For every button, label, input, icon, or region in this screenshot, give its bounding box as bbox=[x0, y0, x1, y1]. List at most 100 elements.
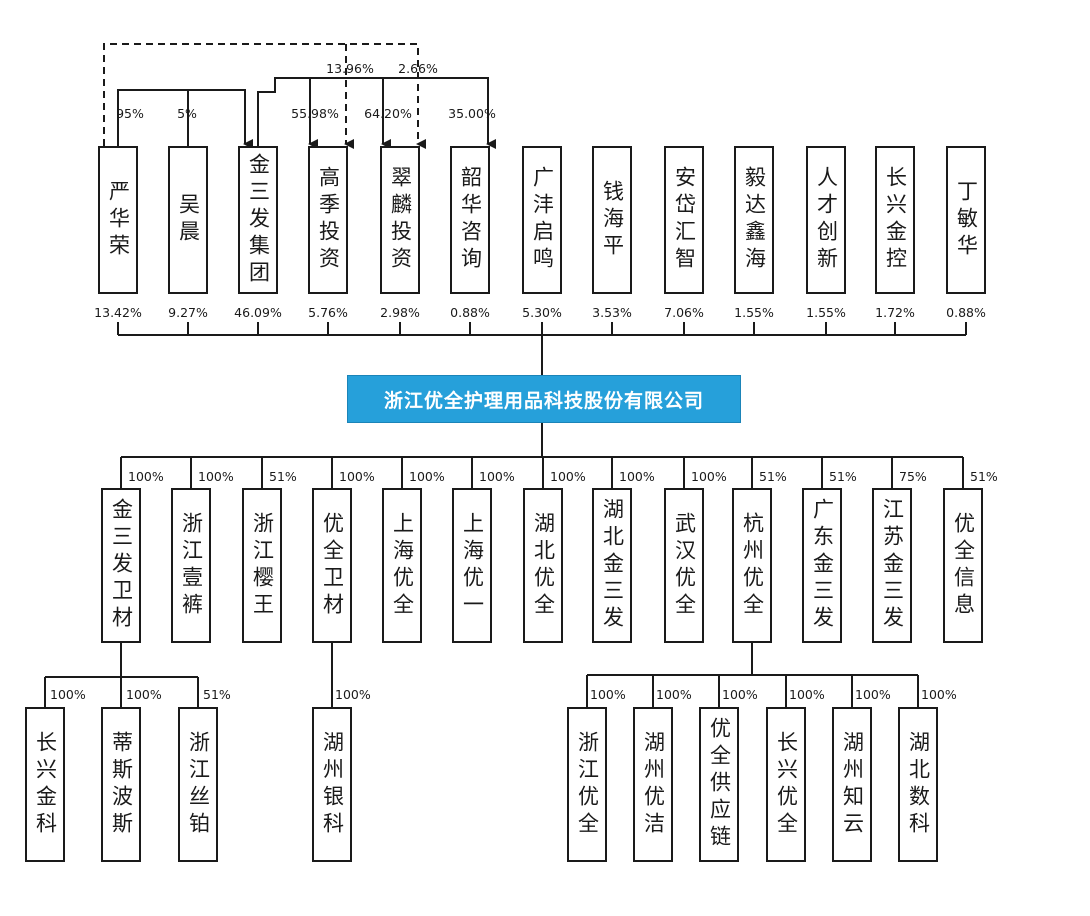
subsidiary-box-9: 杭州优全 bbox=[732, 488, 772, 643]
company-center-box: 浙江优全护理用品科技股份有限公司 bbox=[347, 375, 741, 423]
subsidiary-box-4-label: 上海优全 bbox=[390, 511, 415, 620]
jinsanfa-weicai-sub-1-label: 蒂斯波斯 bbox=[109, 730, 134, 839]
subsidiary-box-9-label: 杭州优全 bbox=[740, 511, 765, 620]
subsidiary-box-3-label: 优全卫材 bbox=[320, 511, 345, 620]
subsidiary-box-8-label: 武汉优全 bbox=[672, 511, 697, 620]
subsidiary-box-1-label: 浙江壹裤 bbox=[179, 511, 204, 620]
subsidiary-pct-5: 100% bbox=[479, 469, 515, 484]
shareholder-box-9: 毅达鑫海 bbox=[734, 146, 774, 294]
subsidiary-pct-9: 51% bbox=[759, 469, 787, 484]
shareholder-box-7: 钱海平 bbox=[592, 146, 632, 294]
shareholder-box-0-label: 严华荣 bbox=[106, 179, 131, 261]
hangzhou-sub-5: 湖北数科 bbox=[898, 707, 938, 862]
subsidiary-box-6-label: 湖北优全 bbox=[531, 511, 556, 620]
hangzhou-sub-3-label: 长兴优全 bbox=[774, 730, 799, 839]
subsidiary-pct-12: 51% bbox=[970, 469, 998, 484]
hangzhou-sub-1: 湖州优洁 bbox=[633, 707, 673, 862]
shareholder-pct-6: 5.30% bbox=[522, 305, 562, 320]
shareholder-box-2-label: 金三发集团 bbox=[246, 152, 271, 288]
shareholder-box-5-label: 韶华咨询 bbox=[458, 166, 483, 274]
hangzhou-sub-1-label: 湖州优洁 bbox=[641, 730, 666, 839]
shareholder-box-10: 人才创新 bbox=[806, 146, 846, 294]
subsidiary-box-12-label: 优全信息 bbox=[951, 511, 976, 620]
link-pct-jinsanfa-shaohua: 35.00% bbox=[448, 106, 496, 121]
subsidiary-pct-4: 100% bbox=[409, 469, 445, 484]
subsidiary-pct-0: 100% bbox=[128, 469, 164, 484]
link-pct-jinsanfa-gaoji: 55.98% bbox=[291, 106, 339, 121]
hangzhou-sub-2: 优全供应链 bbox=[699, 707, 739, 862]
subsidiary-pct-8: 100% bbox=[691, 469, 727, 484]
shareholder-pct-8: 7.06% bbox=[664, 305, 704, 320]
jinsanfa-weicai-sub-0: 长兴金科 bbox=[25, 707, 65, 862]
subsidiary-pct-7: 100% bbox=[619, 469, 655, 484]
subsidiary-pct-11: 75% bbox=[899, 469, 927, 484]
subsidiary-box-1: 浙江壹裤 bbox=[171, 488, 211, 643]
shareholder-box-12: 丁敏华 bbox=[946, 146, 986, 294]
yan-to-jinsanfa-arrow bbox=[117, 89, 253, 149]
shareholder-box-11: 长兴金控 bbox=[875, 146, 915, 294]
hangzhou-sub-4-label: 湖州知云 bbox=[840, 730, 865, 839]
shareholder-pct-1: 9.27% bbox=[168, 305, 208, 320]
hangzhou-sub-pct-1: 100% bbox=[656, 687, 692, 702]
subsidiary-box-11: 江苏金三发 bbox=[872, 488, 912, 643]
link-pct-wu-jinsanfa: 5% bbox=[177, 106, 197, 121]
subsidiary-box-3: 优全卫材 bbox=[312, 488, 352, 643]
link-pct-yan-gaoji: 13.96% bbox=[326, 61, 374, 76]
link-pct-yan-jinsanfa: 95% bbox=[116, 106, 144, 121]
hangzhou-sub-pct-5: 100% bbox=[921, 687, 957, 702]
shareholder-box-6-label: 广沣启鸣 bbox=[530, 166, 555, 274]
jinsanfa-weicai-sub-2: 浙江丝铂 bbox=[178, 707, 218, 862]
shareholder-box-7-label: 钱海平 bbox=[600, 179, 625, 261]
jinsanfa-weicai-sub-pct-0: 100% bbox=[50, 687, 86, 702]
hangzhou-sub-pct-3: 100% bbox=[789, 687, 825, 702]
youquan-weicai-sub-0-label: 湖州银科 bbox=[320, 730, 345, 839]
shareholder-box-10-label: 人才创新 bbox=[814, 166, 839, 274]
shareholder-pct-3: 5.76% bbox=[308, 305, 348, 320]
subsidiary-pct-3: 100% bbox=[339, 469, 375, 484]
subsidiary-box-11-label: 江苏金三发 bbox=[880, 498, 905, 633]
youquan-weicai-sub-pct-0: 100% bbox=[335, 687, 371, 702]
shareholder-box-8-label: 安岱汇智 bbox=[672, 166, 697, 274]
jinsanfa-weicai-sub-1: 蒂斯波斯 bbox=[101, 707, 141, 862]
subsidiary-box-5: 上海优一 bbox=[452, 488, 492, 643]
shareholder-box-3-label: 高季投资 bbox=[316, 166, 341, 274]
hangzhou-sub-0-label: 浙江优全 bbox=[575, 730, 600, 839]
youquan-weicai-sub-0: 湖州银科 bbox=[312, 707, 352, 862]
hangzhou-sub-pct-2: 100% bbox=[722, 687, 758, 702]
subsidiary-box-4: 上海优全 bbox=[382, 488, 422, 643]
subsidiary-box-7: 湖北金三发 bbox=[592, 488, 632, 643]
yan-dashed-to-cuilin bbox=[103, 43, 426, 149]
shareholder-pct-2: 46.09% bbox=[234, 305, 282, 320]
subsidiary-box-10-label: 广东金三发 bbox=[810, 498, 835, 633]
shareholder-box-2: 金三发集团 bbox=[238, 146, 278, 294]
shareholder-box-5: 韶华咨询 bbox=[450, 146, 490, 294]
subsidiary-pct-2: 51% bbox=[269, 469, 297, 484]
shareholder-pct-11: 1.72% bbox=[875, 305, 915, 320]
link-pct-jinsanfa-cuilin: 64.20% bbox=[364, 106, 412, 121]
shareholder-box-0: 严华荣 bbox=[98, 146, 138, 294]
hangzhou-sub-3: 长兴优全 bbox=[766, 707, 806, 862]
link-pct-yan-cuilin: 2.66% bbox=[398, 61, 438, 76]
shareholder-box-1-label: 吴晨 bbox=[176, 193, 201, 247]
subsidiary-pct-6: 100% bbox=[550, 469, 586, 484]
subsidiary-box-0: 金三发卫材 bbox=[101, 488, 141, 643]
jinsanfa-weicai-sub-pct-1: 100% bbox=[126, 687, 162, 702]
shareholder-pct-9: 1.55% bbox=[734, 305, 774, 320]
shareholder-box-1: 吴晨 bbox=[168, 146, 208, 294]
jinsanfa-weicai-sub-pct-2: 51% bbox=[203, 687, 231, 702]
shareholder-pct-5: 0.88% bbox=[450, 305, 490, 320]
subsidiary-box-2-label: 浙江樱王 bbox=[250, 511, 275, 620]
shareholder-box-6: 广沣启鸣 bbox=[522, 146, 562, 294]
shareholder-box-4-label: 翠麟投资 bbox=[388, 166, 413, 274]
hangzhou-sub-0: 浙江优全 bbox=[567, 707, 607, 862]
subsidiary-pct-10: 51% bbox=[829, 469, 857, 484]
subsidiary-box-2: 浙江樱王 bbox=[242, 488, 282, 643]
jinsanfa-to-shaohua-arrow bbox=[257, 77, 496, 149]
subsidiary-box-12: 优全信息 bbox=[943, 488, 983, 643]
shareholder-pct-4: 2.98% bbox=[380, 305, 420, 320]
jinsanfa-weicai-sub-2-label: 浙江丝铂 bbox=[186, 730, 211, 839]
hangzhou-sub-5-label: 湖北数科 bbox=[906, 730, 931, 839]
shareholder-pct-12: 0.88% bbox=[946, 305, 986, 320]
